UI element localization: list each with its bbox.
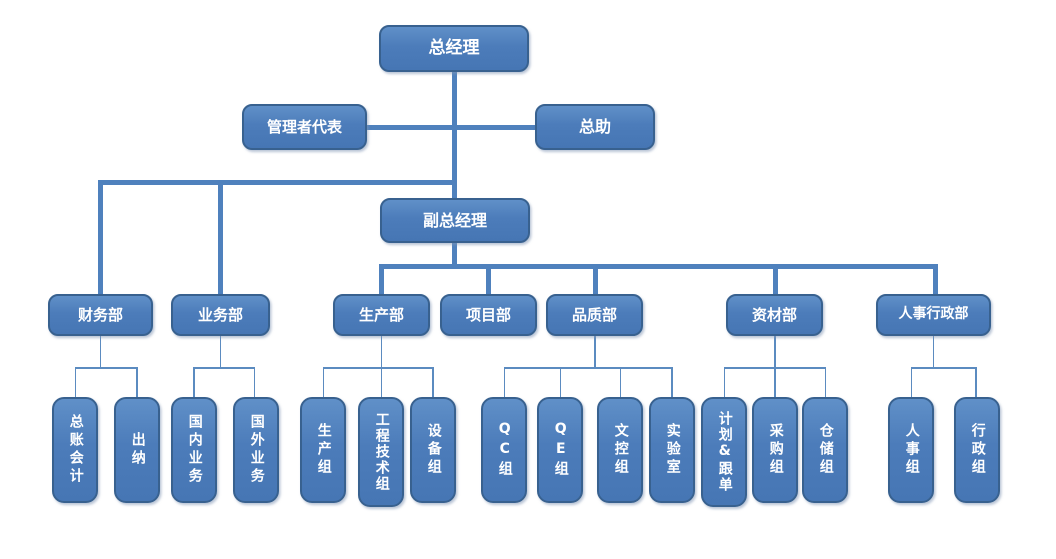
org-node-finance-dept[interactable]: 财务部 (48, 294, 153, 336)
org-node-general-manager[interactable]: 总经理 (379, 25, 529, 72)
connector-quality-child-4 (671, 367, 673, 397)
org-node-deputy-general-manager[interactable]: 副总经理 (380, 198, 530, 243)
connector-drop-project (486, 263, 491, 295)
org-node-general-ledger-accounting[interactable]: 总账会计 (52, 397, 98, 503)
connector-quality-child-3 (619, 367, 621, 397)
connector-production-child-3 (432, 367, 434, 397)
org-node-qc-group[interactable]: QC组 (481, 397, 527, 503)
connector-quality-stem (594, 336, 596, 367)
connector-drop-quality (592, 263, 598, 295)
org-node-management-representative[interactable]: 管理者代表 (242, 104, 367, 150)
connector-drop-hr-admin (932, 263, 938, 295)
org-node-cashier[interactable]: 出纳 (114, 397, 160, 503)
org-node-quality-dept[interactable]: 品质部 (546, 294, 643, 336)
connector-hr-admin-branch (910, 367, 977, 369)
connector-ceo-deputy-vertical (451, 71, 457, 199)
connector-finance-stem (99, 336, 101, 367)
connector-business-child-1 (193, 367, 195, 397)
org-node-purchasing-group[interactable]: 采购组 (752, 397, 798, 503)
org-node-equipment-group[interactable]: 设备组 (410, 397, 456, 503)
org-node-materials-dept[interactable]: 资材部 (726, 294, 823, 336)
connector-quality-branch (503, 367, 673, 369)
org-node-admin-group[interactable]: 行政组 (954, 397, 1000, 503)
connector-production-stem (380, 336, 382, 367)
connector-quality-child-2 (559, 367, 561, 397)
connector-drop-production (378, 263, 384, 295)
org-node-qe-group[interactable]: QE组 (537, 397, 583, 503)
connector-drop-materials (772, 263, 778, 295)
org-node-production-group[interactable]: 生产组 (300, 397, 346, 503)
org-node-laboratory[interactable]: 实验室 (649, 397, 695, 503)
connector-finance-child-1 (74, 367, 76, 397)
connector-materials-child-1 (723, 367, 725, 397)
connector-business-child-2 (253, 367, 255, 397)
connector-quality-child-1 (503, 367, 505, 397)
connector-business-stem (219, 336, 221, 367)
org-node-overseas-business[interactable]: 国外业务 (233, 397, 279, 503)
connector-materials-child-3 (824, 367, 826, 397)
connector-left-branch-horizontal (97, 179, 455, 185)
connector-business-branch (193, 367, 254, 369)
connector-finance-branch (74, 367, 137, 369)
org-node-document-control-group[interactable]: 文控组 (597, 397, 643, 503)
org-node-hr-admin-dept[interactable]: 人事行政部 (876, 294, 991, 336)
org-node-project-dept[interactable]: 项目部 (440, 294, 537, 336)
connector-deputy-down-vertical (451, 242, 457, 268)
connector-production-branch (322, 367, 433, 369)
org-node-hr-group[interactable]: 人事组 (888, 397, 934, 503)
org-node-engineering-technology-group[interactable]: 工程技术组 (358, 397, 404, 507)
connector-materials-stem (774, 336, 776, 367)
connector-departments-horizontal (378, 263, 938, 269)
connector-drop-finance (97, 179, 103, 295)
connector-hr-admin-child-1 (910, 367, 912, 397)
org-node-domestic-business[interactable]: 国内业务 (171, 397, 217, 503)
org-node-production-dept[interactable]: 生产部 (333, 294, 430, 336)
org-node-general-assistant[interactable]: 总助 (535, 104, 655, 150)
connector-hr-admin-stem (932, 336, 934, 367)
connector-drop-business (217, 179, 223, 295)
connector-production-child-1 (322, 367, 324, 397)
connector-production-child-2 (380, 367, 382, 397)
connector-finance-child-2 (136, 367, 138, 397)
org-node-business-dept[interactable]: 业务部 (171, 294, 270, 336)
connector-advisors-horizontal (367, 124, 535, 130)
connector-hr-admin-child-2 (975, 367, 977, 397)
connector-materials-child-2 (774, 367, 776, 397)
org-node-planning-follow-up-group[interactable]: 计划&跟单 (701, 397, 747, 507)
org-node-warehouse-group[interactable]: 仓储组 (802, 397, 848, 503)
